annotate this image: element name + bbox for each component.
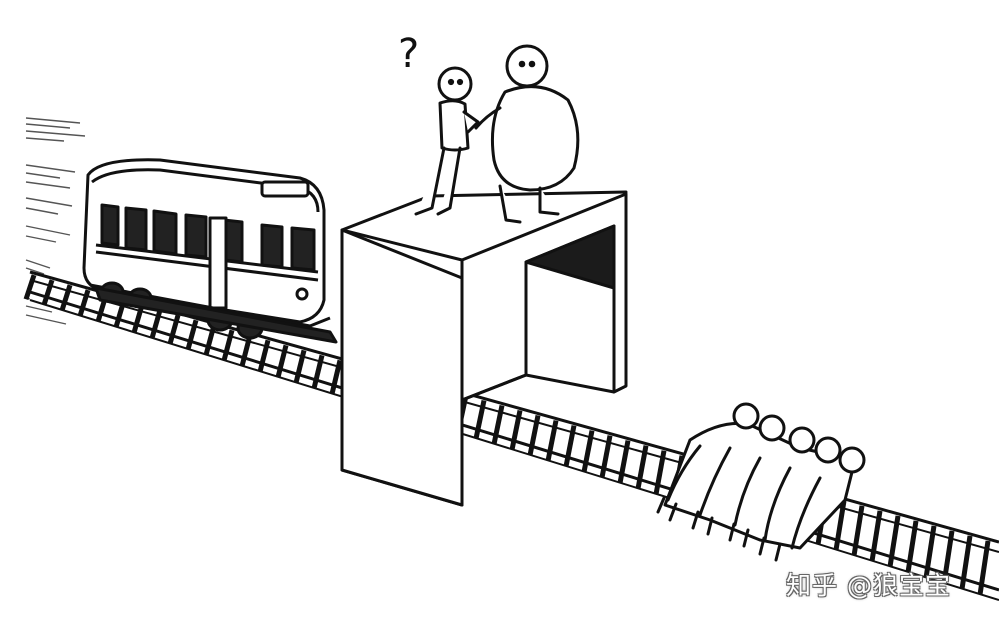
footbridge (340, 190, 628, 507)
track-sleeper (185, 319, 199, 351)
track-sleeper (131, 304, 145, 334)
tram (82, 158, 338, 344)
question-mark: ? (398, 31, 420, 77)
track-sleeper (167, 314, 181, 345)
thin-man (414, 66, 480, 216)
track-sleeper (23, 274, 37, 301)
track-sleeper (59, 284, 73, 312)
tied-people (656, 402, 866, 562)
large-man (474, 44, 580, 224)
track-sleeper (203, 324, 217, 356)
track-sleeper (149, 309, 163, 339)
track-sleeper (41, 279, 55, 306)
track-sleeper (77, 289, 91, 317)
watermark-text: 知乎 @狼宝宝 (786, 571, 951, 600)
